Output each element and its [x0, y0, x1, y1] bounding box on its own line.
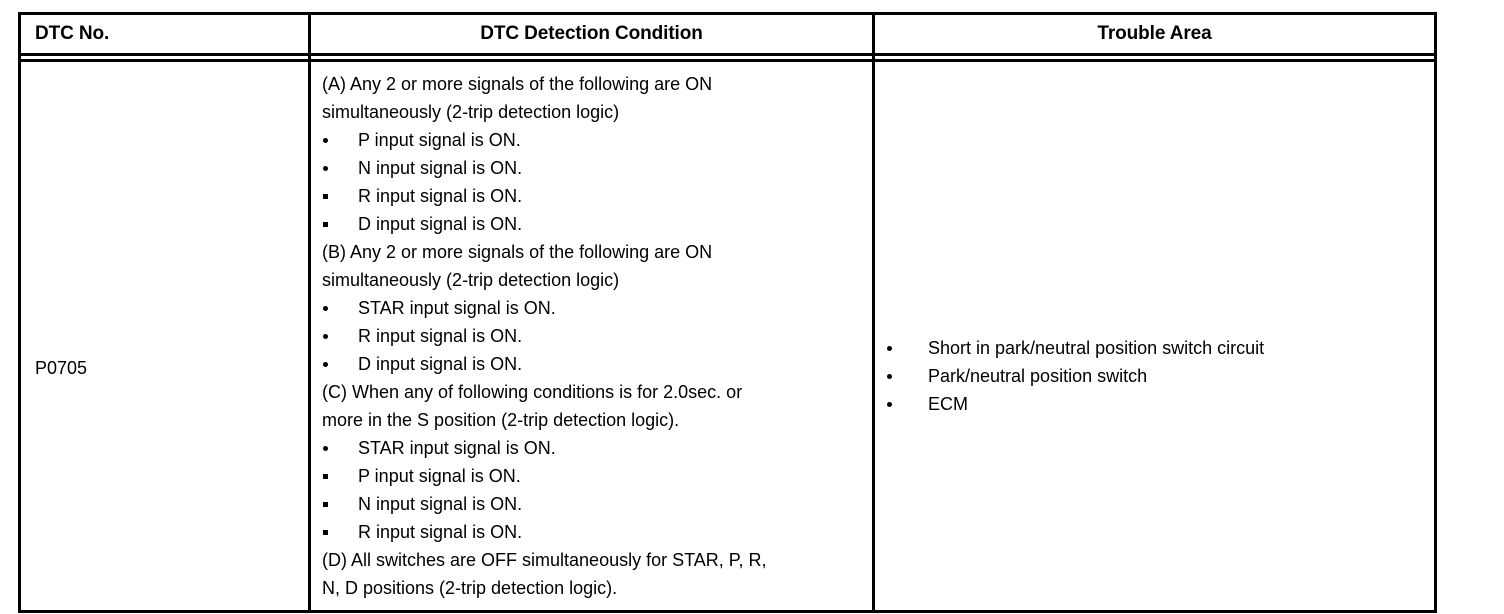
rule-segment-dtc — [21, 56, 308, 59]
trouble-area-bullet-text: Park/neutral position switch — [928, 366, 1148, 386]
dtc-table: DTC No. DTC Detection Condition Trouble … — [18, 12, 1437, 613]
trouble-area-bullet-text: ECM — [928, 394, 968, 414]
detection-section-A-bullet-text: P input signal is ON. — [358, 130, 521, 150]
detection-section-C-bullet-item: STAR input signal is ON. — [322, 434, 866, 462]
detection-section-B-bullet-text: D input signal is ON. — [358, 354, 523, 374]
trouble-area-bullet-item: Park/neutral position switch — [886, 362, 1428, 390]
trouble-area-bullet-item: Short in park/neutral position switch ci… — [886, 334, 1428, 362]
detection-section-C-bullet-text: R input signal is ON. — [358, 522, 523, 542]
detection-section-A-bullet-item: D input signal is ON. — [322, 210, 866, 238]
detection-section-A-bullet-text: R input signal is ON. — [358, 186, 523, 206]
rule-segment-detection — [308, 56, 875, 59]
detection-section-C-bullet-text: P input signal is ON. — [358, 466, 521, 486]
header-detection-condition: DTC Detection Condition — [308, 15, 875, 53]
detection-section-D-text: N, D positions (2-trip detection logic). — [322, 578, 618, 598]
detection-section-C-bullet-item: P input signal is ON. — [322, 462, 866, 490]
detection-section-C-bullet-text: STAR input signal is ON. — [358, 438, 556, 458]
detection-section-B-text: simultaneously (2-trip detection logic) — [322, 270, 620, 290]
dtc-number-value: P0705 — [35, 358, 88, 378]
detection-section-C-bullet-item: N input signal is ON. — [322, 490, 866, 518]
detection-section-A-bullet-item: N input signal is ON. — [322, 154, 866, 182]
rule-segment-area — [875, 56, 1434, 59]
cell-detection-condition: (A) Any 2 or more signals of the followi… — [308, 62, 875, 610]
trouble-area-bullet-item: ECM — [886, 390, 1428, 418]
detection-condition-list: (A) Any 2 or more signals of the followi… — [311, 62, 872, 610]
detection-section-C-text: more in the S position (2-trip detection… — [322, 410, 680, 430]
detection-section-A-text: simultaneously (2-trip detection logic) — [322, 102, 620, 122]
detection-section-D-text: (D) All switches are OFF simultaneously … — [322, 550, 767, 570]
header-dtc-no: DTC No. — [35, 23, 110, 44]
detection-section-A-bullet-item: R input signal is ON. — [322, 182, 866, 210]
detection-section-C-text: (C) When any of following conditions is … — [322, 382, 743, 402]
detection-section-B-bullet-text: STAR input signal is ON. — [358, 298, 556, 318]
detection-section-B-bullet-text: R input signal is ON. — [358, 326, 523, 346]
detection-section-C-bullet-text: N input signal is ON. — [358, 494, 523, 514]
header-double-rule — [21, 56, 1434, 62]
detection-section-A-text: (A) Any 2 or more signals of the followi… — [322, 74, 713, 94]
detection-section-A-bullet-text: N input signal is ON. — [358, 158, 523, 178]
table-row: P0705 (A) Any 2 or more signals of the f… — [21, 62, 1434, 610]
trouble-area-list: Short in park/neutral position switch ci… — [886, 334, 1428, 418]
detection-section-A-bullet-text: D input signal is ON. — [358, 214, 523, 234]
detection-section-A-bullet-item: P input signal is ON. — [322, 126, 866, 154]
detection-section-C-bullet-item: R input signal is ON. — [322, 518, 866, 546]
header-trouble-area: Trouble Area — [1097, 23, 1212, 44]
cell-trouble-area: Short in park/neutral position switch ci… — [875, 62, 1434, 610]
detection-section-B-bullet-item: STAR input signal is ON. — [322, 294, 866, 322]
cell-dtc-no: P0705 — [21, 62, 308, 610]
detection-section-B-text: (B) Any 2 or more signals of the followi… — [322, 242, 713, 262]
table-header-row: DTC No. DTC Detection Condition Trouble … — [21, 15, 1434, 56]
trouble-area-bullet-text: Short in park/neutral position switch ci… — [928, 338, 1265, 358]
detection-section-B-bullet-item: D input signal is ON. — [322, 350, 866, 378]
detection-section-B-bullet-item: R input signal is ON. — [322, 322, 866, 350]
